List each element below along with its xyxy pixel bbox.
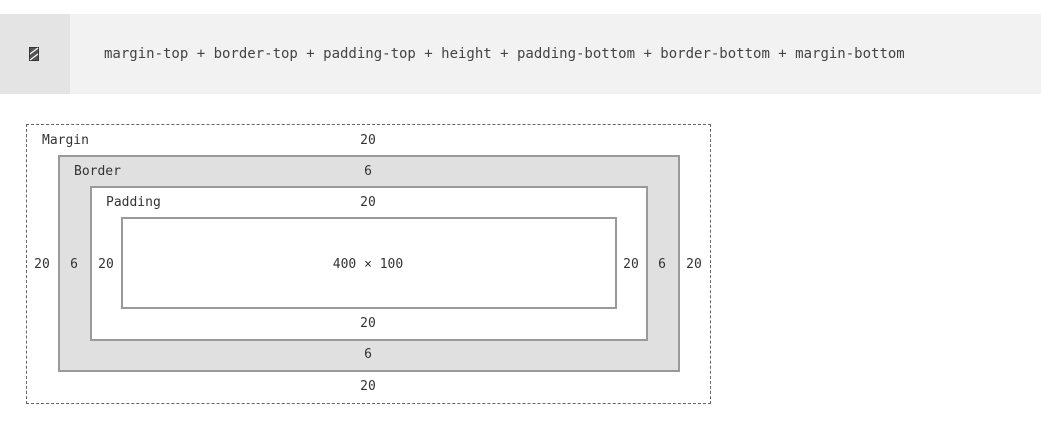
padding-right-value: 20 bbox=[623, 257, 639, 272]
border-label: Border bbox=[74, 164, 121, 179]
margin-bottom-value: 20 bbox=[360, 379, 376, 394]
border-right-value: 6 bbox=[658, 257, 666, 272]
margin-top-value: 20 bbox=[360, 133, 376, 148]
border-left-value: 6 bbox=[70, 257, 78, 272]
margin-label: Margin bbox=[42, 133, 89, 148]
padding-bottom-value: 20 bbox=[360, 316, 376, 331]
margin-right-value: 20 bbox=[686, 257, 702, 272]
border-bottom-value: 6 bbox=[364, 347, 372, 362]
content-box bbox=[121, 217, 617, 309]
padding-label: Padding bbox=[106, 195, 161, 210]
padding-top-value: 20 bbox=[360, 195, 376, 210]
formula-text: margin-top + border-top + padding-top + … bbox=[104, 46, 905, 62]
padding-left-value: 20 bbox=[98, 257, 114, 272]
border-top-value: 6 bbox=[364, 164, 372, 179]
formula-gutter bbox=[0, 14, 70, 94]
content-size: 400 × 100 bbox=[332, 257, 404, 272]
copy-icon[interactable] bbox=[29, 47, 39, 61]
formula-block: margin-top + border-top + padding-top + … bbox=[0, 14, 1041, 94]
margin-left-value: 20 bbox=[34, 257, 50, 272]
